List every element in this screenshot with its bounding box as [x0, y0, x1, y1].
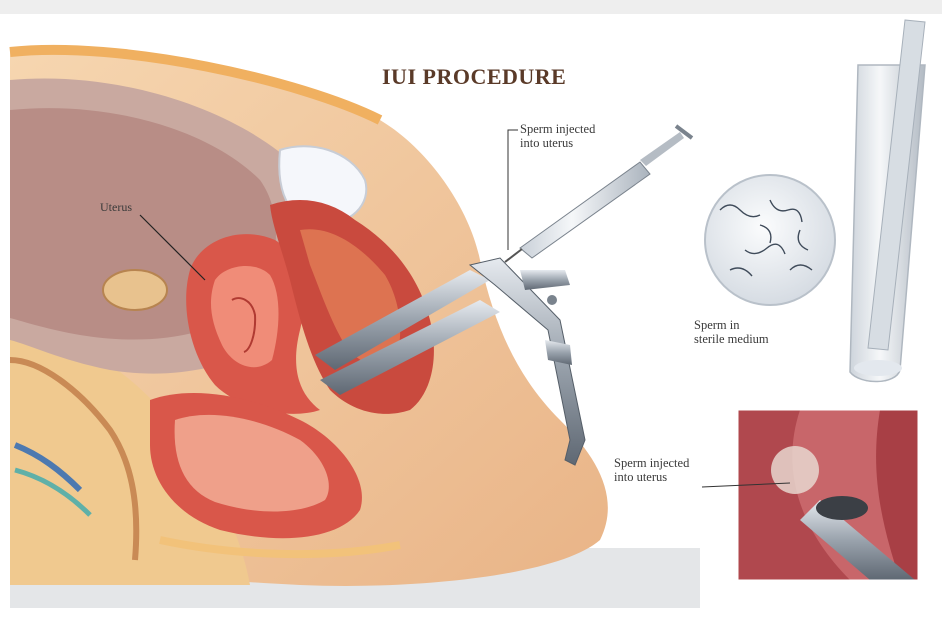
test-tube [850, 20, 925, 382]
label-line-2: into uterus [614, 470, 689, 484]
label-line-1: Sperm in [694, 318, 769, 332]
label-uterus-text: Uterus [100, 200, 132, 214]
label-sterile-medium: Sperm in sterile medium [694, 318, 769, 346]
diagram-title: IUI PROCEDURE [382, 64, 566, 90]
pelvic-cross-section [10, 50, 608, 586]
label-line-1: Sperm injected [614, 456, 689, 470]
magnified-sperm-view [705, 175, 835, 305]
label-line-2: into uterus [520, 136, 595, 150]
label-sperm-injected-main: Sperm injected into uterus [520, 122, 595, 150]
label-sperm-injected-inset: Sperm injected into uterus [614, 456, 689, 484]
label-line-2: sterile medium [694, 332, 769, 346]
inset-close-up [702, 410, 918, 580]
label-line-1: Sperm injected [520, 122, 595, 136]
leader-line-injection [508, 130, 518, 250]
label-uterus: Uterus [100, 200, 132, 214]
